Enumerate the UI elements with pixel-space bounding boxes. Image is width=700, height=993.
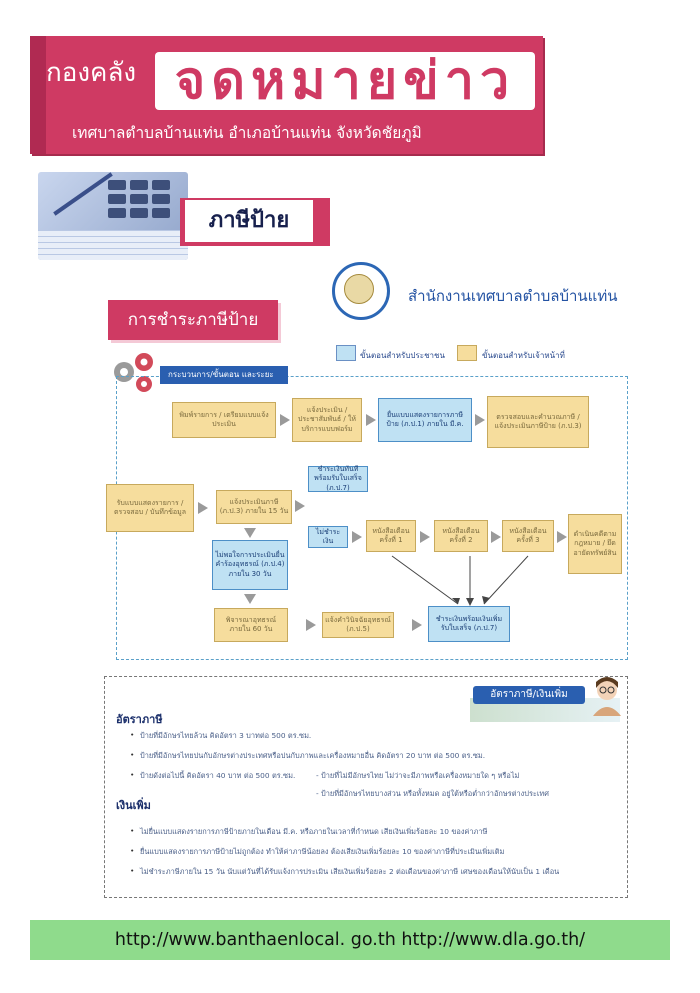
tax-rate-item: ป้ายที่มีอักษรไทยล้วน คิดอัตรา 3 บาทต่อ … xyxy=(130,730,311,742)
tax-rate-subitem: - ป้ายที่มีอักษรไทยบางส่วน หรือทั้งหมด อ… xyxy=(316,789,549,798)
flow-step-check-calc: ตรวจสอบและคำนวณภาษี / แจ้งประเมินภาษีป้า… xyxy=(487,396,589,448)
person-avatar-icon xyxy=(593,677,621,716)
surcharge-item: ไม่ชำระภาษีภายใน 15 วัน นับแต่วันที่ได้ร… xyxy=(130,866,559,878)
flow-arrow xyxy=(412,619,422,631)
pay-section-title-box: การชำระภาษีป้าย xyxy=(108,300,278,340)
flow-step-pay-with-penalty: ชำระเงินพร้อมเงินเพิ่ม รับใบเสร็จ (ภ.ป.7… xyxy=(428,606,510,642)
surcharge-item: ไม่ยื่นแบบแสดงรายการภาษีป้ายภายในเดือน ม… xyxy=(130,826,487,838)
municipality-seal-icon xyxy=(332,262,390,320)
flow-step-prepare: พิมพ์รายการ / เตรียมแบบแจ้งประเมิน xyxy=(172,402,276,438)
section-title: ภาษีป้าย xyxy=(208,208,290,233)
flow-step-review-appeal: พิจารณาอุทธรณ์ภายใน 60 วัน xyxy=(214,608,288,642)
flow-arrow xyxy=(366,414,376,426)
rates-tag-label: อัตราภาษี/เงินเพิ่ม xyxy=(490,689,568,700)
footer-urls: http://www.banthaenlocal. go.th http://w… xyxy=(114,930,586,950)
seal-emblem xyxy=(344,274,374,304)
newsletter-title: จดหมายข่าว xyxy=(174,51,516,111)
tax-rate-heading: อัตราภาษี xyxy=(116,713,163,726)
flow-arrow xyxy=(420,531,430,543)
tax-rate-item: ป้ายที่มีอักษรไทยปนกับอักษรต่างประเทศหรื… xyxy=(130,750,485,762)
flow-step-reminder-1: หนังสือเตือนครั้งที่ 1 xyxy=(366,520,416,552)
flow-step-reminder-2: หนังสือเตือนครั้งที่ 2 xyxy=(434,520,488,552)
flow-arrow xyxy=(198,502,208,514)
flow-arrow xyxy=(306,619,316,631)
calculator-image xyxy=(38,172,188,260)
surcharge-heading: เงินเพิ่ม xyxy=(116,799,151,812)
legend-officer-label: ขั้นตอนสำหรับเจ้าหน้าที่ xyxy=(482,351,565,360)
tax-rate-subitem: - ป้ายที่ไม่มีอักษรไทย ไม่ว่าจะมีภาพหรือ… xyxy=(316,771,520,780)
flow-step-decision: แจ้งคำวินิจฉัยอุทธรณ์ (ภ.ป.5) xyxy=(322,612,394,638)
section-title-box: ภาษีป้าย xyxy=(185,200,313,242)
legend-officer-swatch xyxy=(457,345,477,361)
footer-bar: http://www.banthaenlocal. go.th http://w… xyxy=(30,920,670,960)
flow-arrow-down xyxy=(244,528,256,538)
flow-arrow xyxy=(352,531,362,543)
municipality-subtitle: เทศบาลตำบลบ้านแท่น อำเภอบ้านแท่น จังหวัด… xyxy=(72,124,422,142)
process-tag-label: กระบวนการ/ขั้นตอน และระยะเวลา xyxy=(168,370,274,397)
rates-tag: อัตราภาษี/เงินเพิ่ม xyxy=(473,686,585,704)
gears-icon xyxy=(114,353,153,392)
flow-connector-lines xyxy=(391,555,529,606)
flow-arrow-down xyxy=(244,594,256,604)
flow-step-notify: แจ้งประเมิน / ประชาสัมพันธ์ / ให้บริการแ… xyxy=(292,398,362,442)
rates-section xyxy=(104,676,628,898)
tax-rate-item: ป้ายดังต่อไปนี้ คิดอัตรา 40 บาท ต่อ 500 … xyxy=(130,770,295,782)
process-tag: กระบวนการ/ขั้นตอน และระยะเวลา xyxy=(160,366,288,397)
legend-citizen-swatch xyxy=(336,345,356,361)
flow-arrow xyxy=(295,500,305,512)
flow-step-no-pay: ไม่ชำระเงิน xyxy=(308,526,348,548)
flow-step-assess: แจ้งประเมินภาษี (ภ.ป.3) ภายใน 15 วัน xyxy=(216,490,292,524)
flow-step-appeal: ไม่พอใจการประเมินยื่นคำร้องอุทธรณ์ (ภ.ป.… xyxy=(212,540,288,590)
flow-step-pay-now: ชำระเงินทันทีพร้อมรับใบเสร็จ (ภ.ป.7) xyxy=(308,465,368,492)
surcharge-item: ยื่นแบบแสดงรายการภาษีป้ายไม่ถูกต้อง ทำให… xyxy=(130,846,504,858)
flow-step-legal-action: ดำเนินคดีตามกฎหมาย / ยึดอายัดทรัพย์สิน xyxy=(568,514,622,574)
header-accent-bar xyxy=(30,36,46,154)
department-name: กองคลัง xyxy=(46,58,137,88)
flow-arrow xyxy=(280,414,290,426)
newsletter-title-box: จดหมายข่าว xyxy=(155,52,535,110)
legend-citizen-label: ขั้นตอนสำหรับประชาชน xyxy=(360,351,445,360)
pay-section-title: การชำระภาษีป้าย xyxy=(127,310,259,330)
office-name: สำนักงานเทศบาลตำบลบ้านแท่น xyxy=(408,287,618,305)
flow-arrow xyxy=(491,531,501,543)
flow-step-reminder-3: หนังสือเตือนครั้งที่ 3 xyxy=(502,520,554,552)
flow-step-submit-form: ยื่นแบบแสดงรายการภาษีป้าย (ภ.ป.1) ภายใน … xyxy=(378,398,472,442)
flow-arrow xyxy=(475,414,485,426)
flow-step-receive: รับแบบแสดงรายการ / ตรวจสอบ / บันทึกข้อมู… xyxy=(106,484,194,532)
flow-arrow xyxy=(557,531,567,543)
